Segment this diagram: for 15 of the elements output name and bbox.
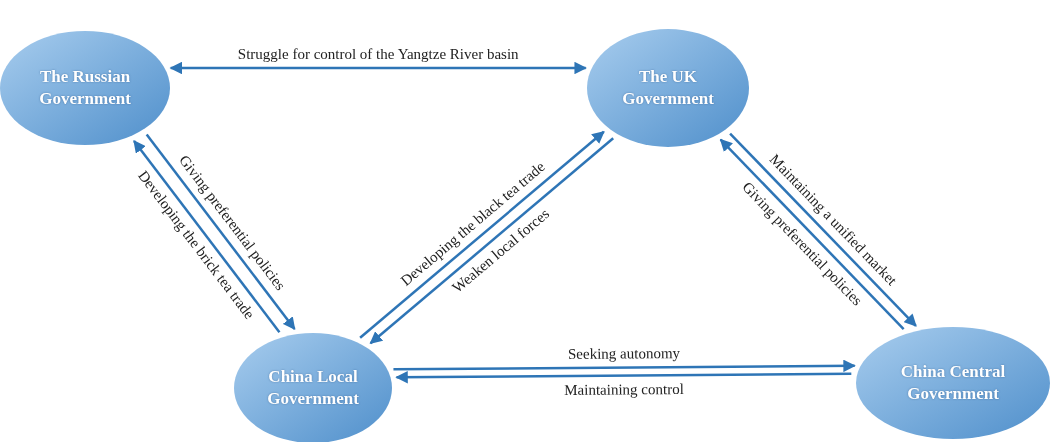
node-label: The UK Government: [621, 65, 715, 110]
arrow: [395, 371, 852, 384]
arrow: [145, 133, 296, 331]
node-label: China Central Government: [899, 360, 1007, 405]
ellipse-node: [855, 326, 1051, 440]
edge-label: Struggle for control of the Yangtze River basin: [237, 45, 519, 63]
ellipse-node: [0, 30, 171, 146]
ellipse-node: [586, 28, 750, 148]
arrow: [393, 359, 856, 373]
edge-label: Seeking autonomy: [567, 344, 681, 363]
arrow: [133, 140, 281, 333]
edge-label: Maintaining control: [564, 380, 684, 399]
node-label: China Local Government: [266, 365, 360, 410]
node-label: The Russian Government: [38, 65, 132, 110]
arrow: [169, 61, 587, 75]
